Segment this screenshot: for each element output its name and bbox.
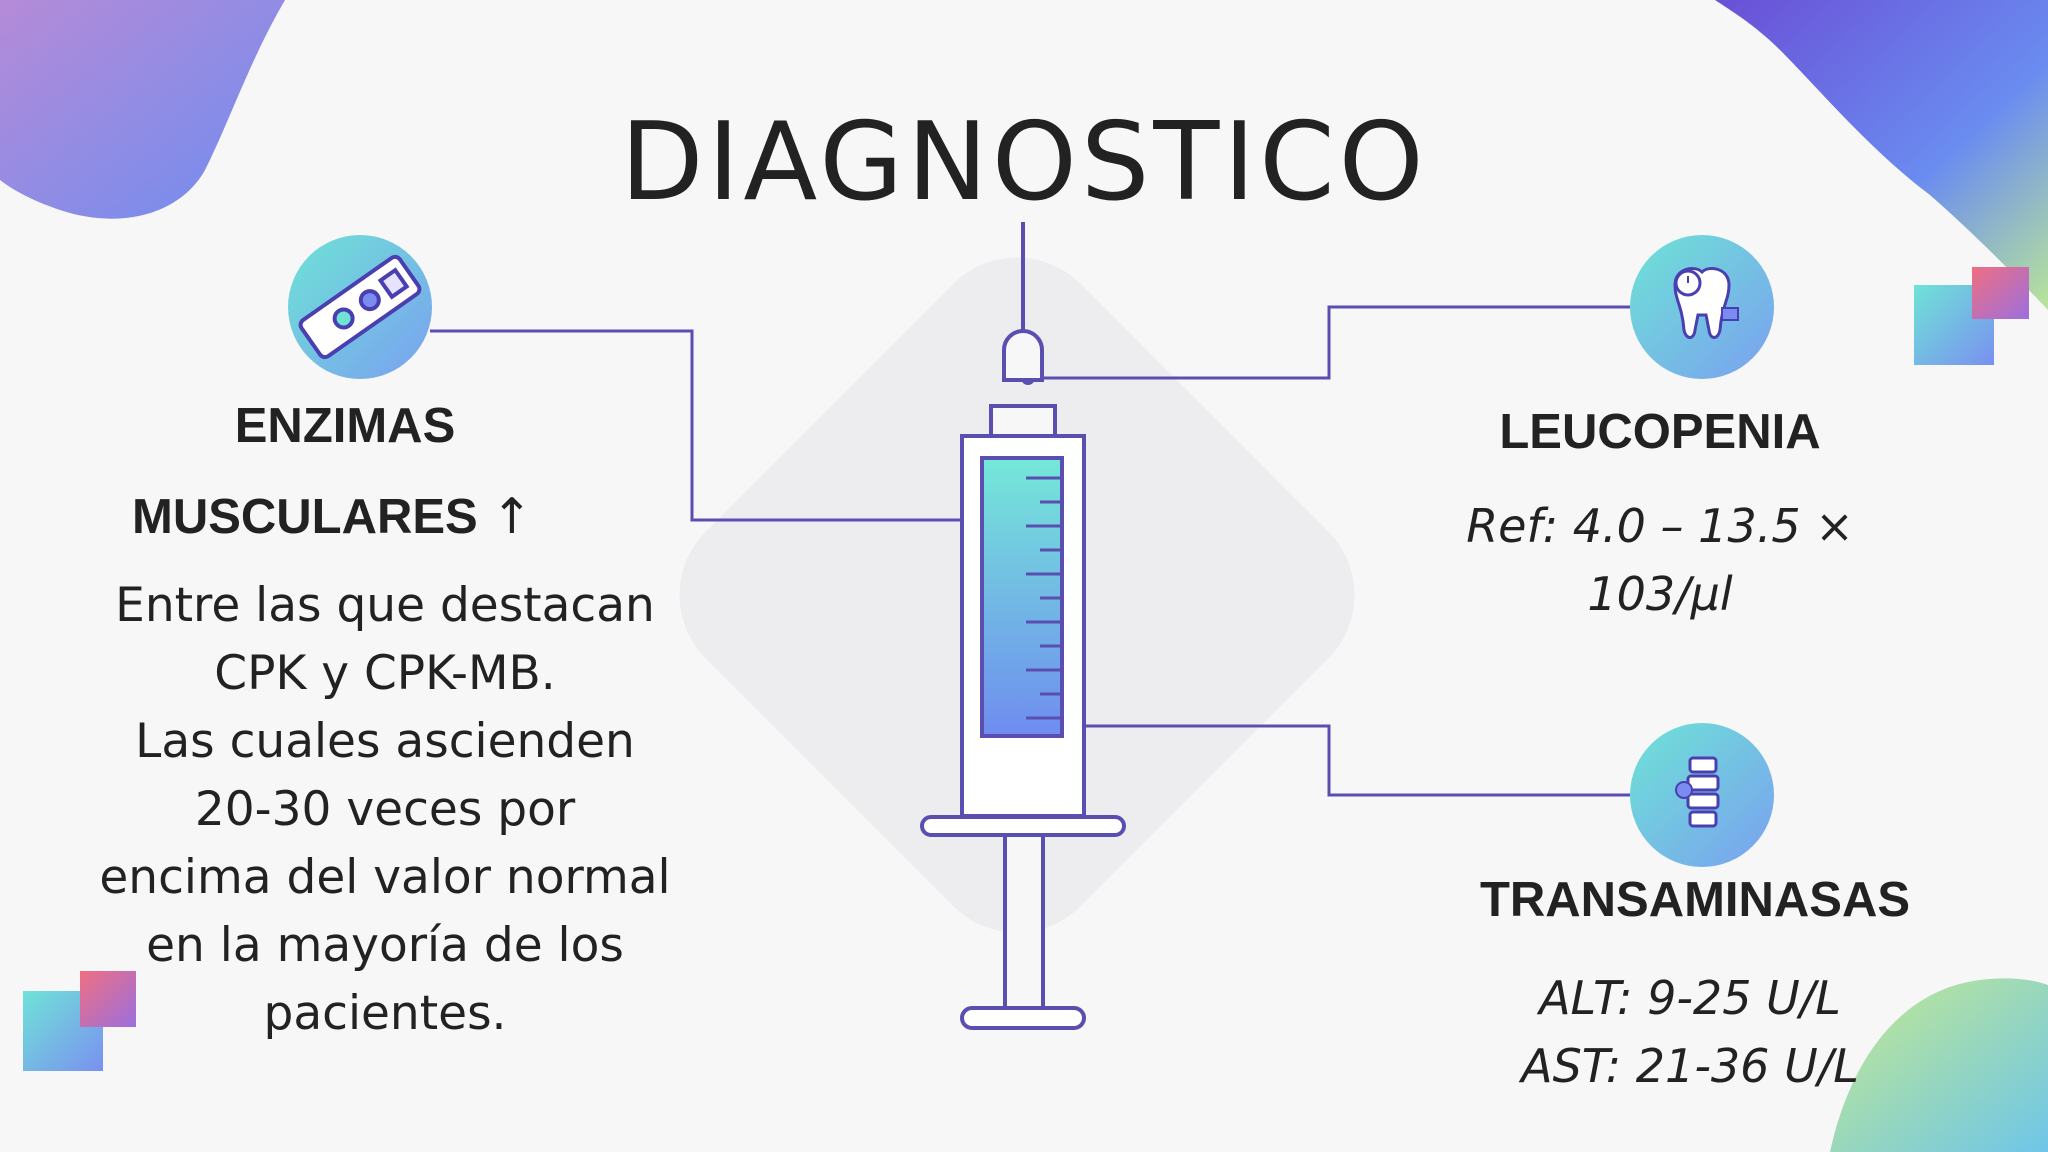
enzimas-heading-line1: ENZIMAS bbox=[234, 399, 456, 453]
description-line: CPK y CPK-MB. bbox=[214, 646, 556, 701]
blob-bottom-right bbox=[1830, 978, 2048, 1152]
blob-top-left bbox=[0, 0, 285, 219]
reference-line: AST: 21-36 U/L bbox=[1521, 1039, 1859, 1093]
connector-right-bottom bbox=[1028, 724, 1630, 797]
enzimas-description: Entre las que destacan CPK y CPK-MB. Las… bbox=[60, 572, 710, 1048]
reference-line: Ref: 4.0 – 13.5 × bbox=[1466, 499, 1854, 553]
leucopenia-heading: LEUCOPENIA bbox=[1499, 405, 1821, 459]
description-line: encima del valor normal bbox=[99, 850, 671, 905]
arrow-up-icon: ↑ bbox=[491, 488, 533, 545]
description-line: Las cuales ascienden bbox=[135, 714, 635, 769]
test-strip-icon bbox=[288, 235, 432, 379]
blob-top-right bbox=[1715, 0, 2048, 310]
reference-line: 103/µl bbox=[1587, 567, 1733, 621]
spine-icon bbox=[1630, 723, 1774, 867]
page-title: DIAGNOSTICO bbox=[620, 100, 1428, 225]
square-left-pink bbox=[80, 971, 136, 1027]
transaminasas-reference: ALT: 9-25 U/L AST: 21-36 U/L bbox=[1440, 964, 1940, 1100]
reference-line: ALT: 9-25 U/L bbox=[1539, 971, 1841, 1025]
transaminasas-heading: TRANSAMINASAS bbox=[1479, 873, 1911, 927]
description-line: Entre las que destacan bbox=[115, 578, 655, 633]
description-line: pacientes. bbox=[263, 986, 507, 1041]
connector-left bbox=[430, 329, 968, 522]
description-line: 20-30 veces por bbox=[194, 782, 576, 837]
leucopenia-reference: Ref: 4.0 – 13.5 × 103/µl bbox=[1410, 492, 1910, 628]
description-line: en la mayoría de los bbox=[146, 918, 624, 973]
square-right-pink bbox=[1972, 267, 2029, 319]
enzimas-heading-text: MUSCULARES bbox=[132, 490, 478, 544]
connector-right-top bbox=[1028, 305, 1630, 380]
enzimas-heading-line2: MUSCULARES ↑ bbox=[132, 488, 532, 545]
syringe-icon bbox=[920, 222, 1126, 1030]
tooth-clock-icon bbox=[1630, 235, 1774, 379]
